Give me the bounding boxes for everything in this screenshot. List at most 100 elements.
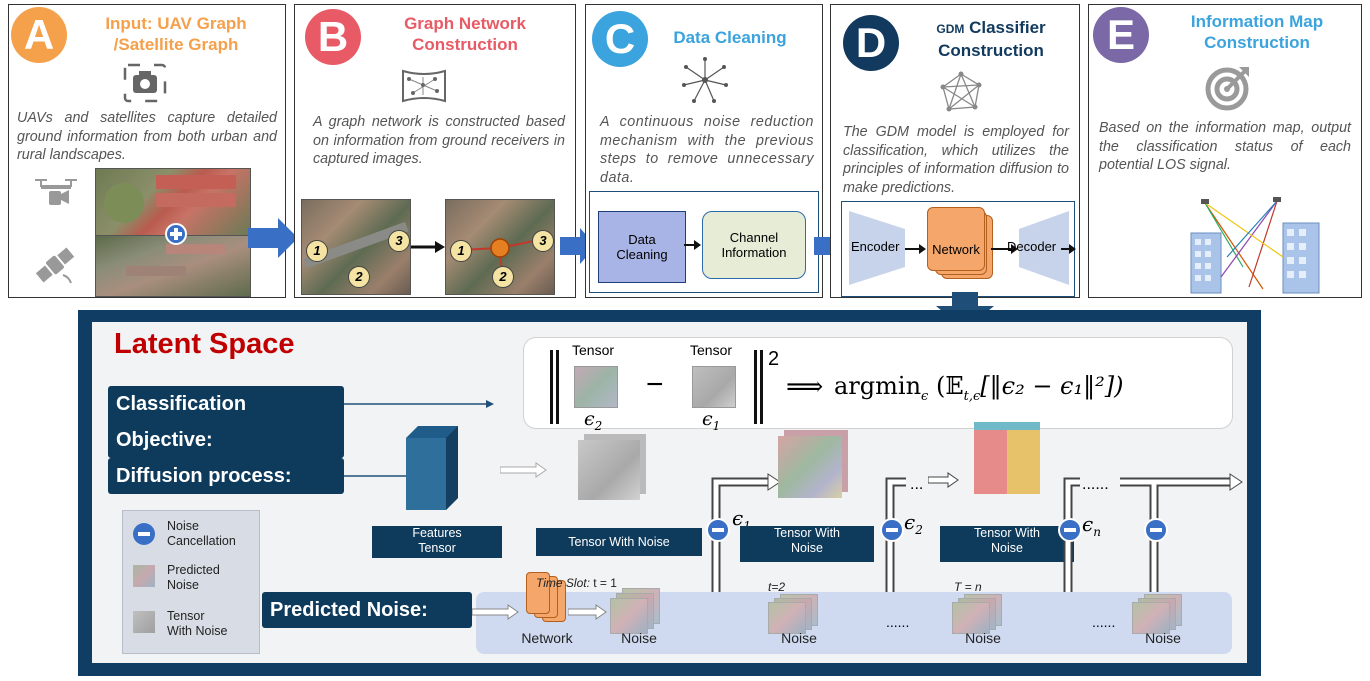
arrow-cleaning-channel	[684, 240, 701, 250]
panel-e-title: Information Map Construction	[1159, 11, 1355, 53]
panel-e-title-line1: Information Map	[1190, 12, 1324, 31]
eps2-label: ϵ2	[584, 408, 603, 433]
legend-noise-cancellation: Noise Cancellation	[167, 519, 236, 548]
panel-a: A Input: UAV Graph /Satellite Graph UAVs…	[8, 4, 286, 298]
panel-e: E Information Map Construction Based on …	[1088, 4, 1362, 298]
legend: Noise Cancellation Predicted Noise Tenso…	[122, 510, 260, 654]
data-cleaning-block: Data Cleaning	[598, 211, 686, 283]
panel-a-title-line1: Input: UAV Graph	[105, 14, 247, 33]
marker-1b: 1	[450, 240, 472, 262]
plus-icon	[165, 223, 187, 245]
panel-e-title-line2: Construction	[1204, 33, 1310, 52]
tensor-eps2-cube	[574, 366, 618, 408]
norm-bar-left	[550, 350, 553, 424]
target-icon	[1205, 67, 1249, 111]
arrow-objective	[344, 400, 494, 408]
network-block: Network	[927, 207, 985, 271]
network-label: Network	[521, 630, 573, 646]
decoder-label: Decoder	[1007, 239, 1057, 254]
legend-noise-cancel-icon	[133, 523, 155, 545]
marker-3a: 3	[388, 230, 410, 252]
noise-stack-4	[1132, 594, 1188, 640]
panel-d-title-pre: GDM	[936, 22, 965, 36]
predicted-noise-band	[476, 592, 1232, 654]
noise-stack-2	[768, 594, 824, 640]
eps-label-2: ϵ2	[904, 510, 923, 537]
norm-bar-right-2	[760, 350, 763, 424]
dots-4: ......	[1092, 614, 1116, 630]
arrow-a-b	[248, 218, 298, 258]
noise-cancel-marker-3	[1058, 518, 1082, 542]
noise-label-3: Noise	[965, 630, 1001, 646]
panel-d-title-line1: Classifier	[969, 18, 1046, 37]
eps1-label: ϵ1	[702, 408, 721, 433]
satellite-icon	[35, 247, 75, 284]
objective-box: Tensor ϵ2 − Tensor ϵ1 2 ⟹ argminϵ (𝔼t,ϵ[…	[524, 338, 1232, 433]
decoder-block	[1019, 211, 1069, 285]
panel-b-title-line1: Graph Network	[404, 14, 526, 33]
panel-c-desc: A continuous noise reduction mechanism w…	[600, 114, 814, 186]
latent-space-title: Latent Space	[114, 328, 295, 360]
panel-b-desc: A graph network is constructed based on …	[313, 114, 565, 167]
badge-c: C	[592, 11, 648, 67]
noise-cancel-marker-1	[706, 518, 730, 542]
arrow-decoder-out	[1061, 244, 1076, 254]
arrow-encoder-network	[905, 244, 926, 254]
panel-d: D GDM Classifier Construction The GDM mo…	[830, 4, 1080, 298]
panel-e-desc: Based on the information map, output the…	[1099, 120, 1351, 173]
noise-stack-1	[610, 588, 666, 634]
norm-bar-right	[754, 350, 757, 424]
noise-cancel-marker-4	[1144, 518, 1168, 542]
marker-2b: 2	[492, 266, 514, 288]
legend-tensor-with-noise: Tensor With Noise	[167, 609, 228, 638]
tensor-with-noise-cube-1	[578, 440, 640, 500]
latent-space-inner: Latent Space Tensor ϵ2 − Tensor ϵ1 2 ⟹ a…	[92, 322, 1247, 663]
channel-information-block: Channel Information	[702, 211, 806, 279]
legend-predicted-noise: Predicted Noise	[167, 563, 220, 592]
noise-label-1: Noise	[621, 630, 657, 646]
predicted-noise-label: Predicted Noise:	[262, 592, 472, 628]
argmin-expression: argminϵ (𝔼t,ϵ[‖ϵ₂ − ϵ₁‖²])	[834, 372, 1124, 404]
panel-d-title: GDM Classifier Construction	[911, 17, 1071, 61]
marker-2a: 2	[348, 266, 370, 288]
tensor-left-label: Tensor	[572, 342, 615, 358]
dots-1: ...	[910, 476, 924, 493]
tensor-with-noise-label-1: Tensor With Noise	[536, 528, 702, 556]
latent-space-frame: Latent Space Tensor ϵ2 − Tensor ϵ1 2 ⟹ a…	[78, 310, 1261, 676]
panel-a-title: Input: UAV Graph /Satellite Graph	[71, 13, 281, 55]
classification-objective-label: Classification Objective:	[108, 386, 344, 458]
tensor-with-noise-cube-3	[974, 430, 1040, 494]
tensor-right-label: Tensor	[690, 342, 733, 358]
noise-label-2: Noise	[781, 630, 817, 646]
panel-d-title-line2: Construction	[938, 41, 1044, 60]
tensor-eps1-cube	[692, 366, 736, 408]
panel-d-desc: The GDM model is employed for classifica…	[843, 124, 1069, 196]
network-block-small	[526, 572, 550, 614]
features-tensor-label: Features Tensor	[372, 526, 502, 558]
eps-label-n: ϵn	[1082, 512, 1101, 539]
hollow-arrow-1	[500, 462, 547, 478]
satellite-photo	[95, 235, 251, 297]
encoder-block	[849, 211, 905, 285]
panel-b-title-line2: Construction	[412, 35, 518, 54]
noise-cancel-marker-2	[880, 518, 904, 542]
panel-c: C Data Cleaning A continuous noise reduc…	[585, 4, 823, 298]
legend-predicted-noise-icon	[133, 565, 155, 587]
panel-a-desc: UAVs and satellites capture detailed gro…	[17, 110, 277, 163]
time-slot-tn: T = n	[954, 580, 982, 594]
panel-c-title: Data Cleaning	[673, 28, 787, 47]
camera-icon	[123, 63, 167, 103]
final-connector	[1120, 473, 1243, 606]
diffusion-process-label: Diffusion process:	[108, 458, 344, 494]
features-tensor-block	[406, 426, 458, 510]
badge-e: E	[1093, 7, 1149, 63]
tensor-with-noise-cube-2	[778, 436, 842, 498]
time-slot-t2: t=2	[768, 580, 786, 594]
time-slot-label: Time Slot: t = 1	[536, 576, 617, 590]
noise-label-4: Noise	[1145, 630, 1181, 646]
panel-a-title-line2: /Satellite Graph	[113, 35, 239, 54]
legend-tensor-noise-icon	[133, 611, 155, 633]
dots-3: ......	[886, 614, 910, 630]
hollow-arrow-network-out	[568, 604, 607, 620]
mesh-network-icon	[940, 71, 982, 112]
